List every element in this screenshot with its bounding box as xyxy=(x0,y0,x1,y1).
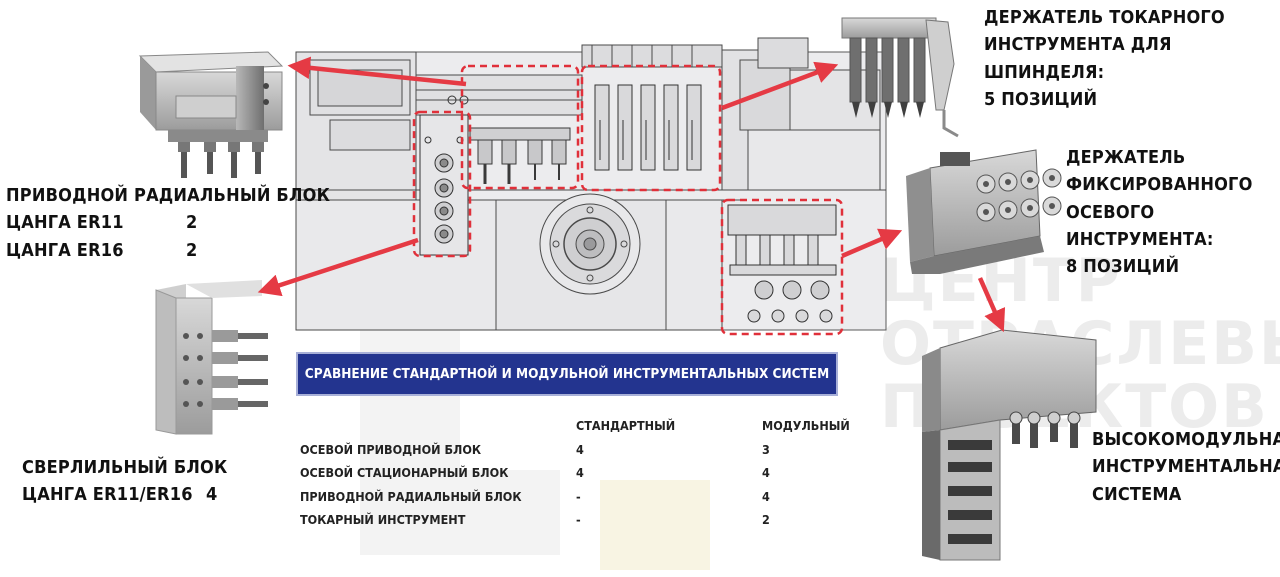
modular-system-label: ВЫСОКОМОДУЛЬНАЯ ИНСТРУМЕНТАЛЬНАЯ СИСТЕМА xyxy=(1092,426,1280,508)
drill-block-label: СВЕРЛИЛЬНЫЙ БЛОК ЦАНГА ER11/ER16 4 xyxy=(22,454,227,509)
radial-block-label: ПРИВОДНОЙ РАДИАЛЬНЫЙ БЛОК ЦАНГА ER11 2 Ц… xyxy=(6,182,330,264)
label-line: 8 ПОЗИЦИЙ xyxy=(1066,256,1180,278)
arrow-to-spindle-holder xyxy=(721,61,839,111)
watermark-shape xyxy=(600,480,710,570)
spec-count: 2 xyxy=(186,212,198,234)
row-label: ТОКАРНЫЙ ИНСТРУМЕНТ xyxy=(300,512,466,528)
table-row: ТОКАРНЫЙ ИНСТРУМЕНТ - 2 xyxy=(300,508,850,532)
label-line: 5 ПОЗИЦИЙ xyxy=(984,89,1098,111)
comparison-banner: СРАВНЕНИЕ СТАНДАРТНОЙ И МОДУЛЬНОЙ ИНСТРУ… xyxy=(296,352,838,396)
spec-count: 2 xyxy=(186,239,198,261)
label-line: ФИКСИРОВАННОГО xyxy=(1066,174,1253,196)
row-label: ОСЕВОЙ ПРИВОДНОЙ БЛОК xyxy=(300,441,482,457)
fixed-axial-holder-image xyxy=(906,149,1062,274)
highlight-boxes xyxy=(412,64,844,336)
spec-name: ЦАНГА ER16 xyxy=(6,239,124,261)
spindle-holder-image xyxy=(841,17,959,138)
row-standard: - xyxy=(576,488,581,504)
table-header-row: СТАНДАРТНЫЙ МОДУЛЬНЫЙ xyxy=(300,414,850,438)
table-row: ОСЕВОЙ ПРИВОДНОЙ БЛОК 4 3 xyxy=(300,438,850,462)
header-cell: СТАНДАРТНЫЙ xyxy=(576,418,676,434)
drill-bits xyxy=(212,330,268,410)
row-modular: 3 xyxy=(762,441,770,457)
arrow-to-fixed-axial xyxy=(841,228,903,259)
spec-row: ЦАНГА ER11/ER16 4 xyxy=(22,481,227,508)
spec-row: ЦАНГА ER16 2 xyxy=(6,237,330,264)
drill-block-image xyxy=(155,280,268,435)
row-label: ПРИВОДНОЙ РАДИАЛЬНЫЙ БЛОК xyxy=(300,488,522,504)
machine-schematic xyxy=(295,37,887,331)
highlight-radial-block xyxy=(460,64,580,190)
label-line: СИСТЕМА xyxy=(1092,483,1182,505)
spindle-holder-label: ДЕРЖАТЕЛЬ ТОКАРНОГО ИНСТРУМЕНТА ДЛЯ ШПИН… xyxy=(984,4,1280,113)
header-cell: МОДУЛЬНЫЙ xyxy=(762,418,850,434)
spec-name: ЦАНГА ER11/ER16 xyxy=(22,484,193,506)
spec-name: ЦАНГА ER11 xyxy=(6,212,124,234)
radial-block-image xyxy=(138,51,284,178)
row-modular: 4 xyxy=(762,465,770,481)
label-line: ВЫСОКОМОДУЛЬНАЯ xyxy=(1092,429,1280,450)
label-title: ПРИВОДНОЙ РАДИАЛЬНЫЙ БЛОК xyxy=(6,185,330,206)
pointer-arrows xyxy=(257,56,1006,333)
fixed-axial-holder-label: ДЕРЖАТЕЛЬ ФИКСИРОВАННОГО ОСЕВОГО ИНСТРУМ… xyxy=(1066,144,1280,281)
label-title: СВЕРЛИЛЬНЫЙ БЛОК xyxy=(22,457,228,478)
modular-system-image xyxy=(922,329,1097,561)
highlight-fixed-axial xyxy=(720,198,844,336)
row-standard: - xyxy=(576,512,581,528)
row-label: ОСЕВОЙ СТАЦИОНАРНЫЙ БЛОК xyxy=(300,465,509,481)
table-row: ПРИВОДНОЙ РАДИАЛЬНЫЙ БЛОК - 4 xyxy=(300,485,850,509)
row-modular: 4 xyxy=(762,488,770,504)
label-line: ОСЕВОГО ИНСТРУМЕНТА: xyxy=(1066,201,1214,251)
highlight-axial-block xyxy=(412,110,472,258)
row-modular: 2 xyxy=(762,512,770,528)
arrow-to-radial-block xyxy=(287,56,467,87)
table-row: ОСЕВОЙ СТАЦИОНАРНЫЙ БЛОК 4 4 xyxy=(300,461,850,485)
spec-row: ЦАНГА ER11 2 xyxy=(6,209,330,236)
arrow-to-drill-block xyxy=(257,237,419,297)
highlight-spindle-holder xyxy=(580,64,722,192)
spec-count: 4 xyxy=(206,484,218,506)
comparison-table: СТАНДАРТНЫЙ МОДУЛЬНЫЙ ОСЕВОЙ ПРИВОДНОЙ Б… xyxy=(300,414,850,532)
label-line: ИНСТРУМЕНТАЛЬНАЯ xyxy=(1092,456,1280,478)
label-line: ДЕРЖАТЕЛЬ ТОКАРНОГО xyxy=(984,7,1225,28)
arrow-to-modular-system xyxy=(977,277,1006,333)
label-line: ИНСТРУМЕНТА ДЛЯ ШПИНДЕЛЯ: xyxy=(984,34,1172,83)
row-standard: 4 xyxy=(576,465,584,481)
row-standard: 4 xyxy=(576,441,584,457)
label-line: ДЕРЖАТЕЛЬ xyxy=(1066,147,1186,168)
header-cell xyxy=(300,414,576,438)
